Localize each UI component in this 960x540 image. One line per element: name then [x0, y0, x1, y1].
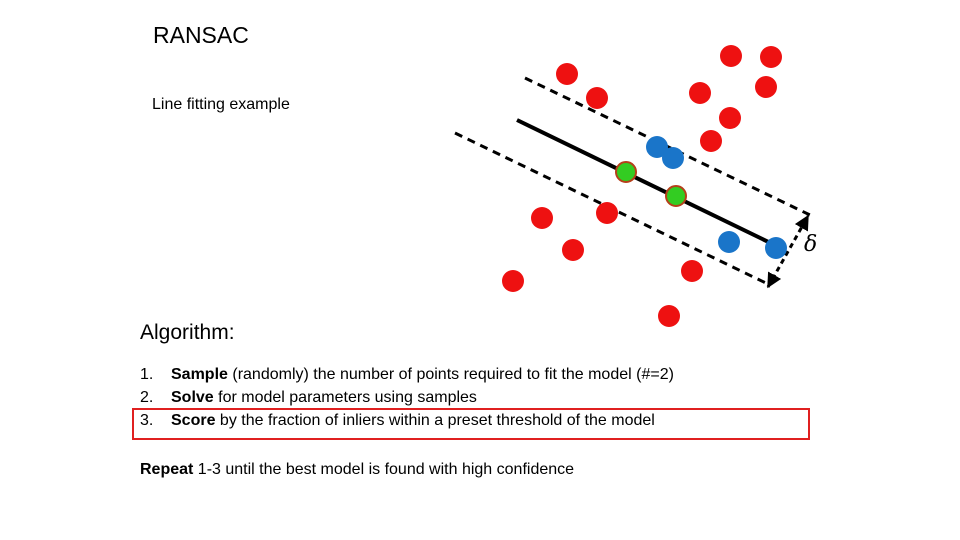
slide-subtitle: Line fitting example	[152, 96, 290, 113]
step-text: (randomly) the number of points required…	[227, 366, 674, 383]
step-item: 2. Solve for model parameters using sampl…	[140, 386, 674, 409]
outlier-point	[760, 46, 782, 68]
slide-title: RANSAC	[153, 22, 249, 48]
outlier-point	[586, 87, 608, 109]
outlier-point	[556, 63, 578, 85]
outlier-point	[502, 270, 524, 292]
outlier-point	[562, 239, 584, 261]
outlier-point	[681, 260, 703, 282]
outlier-point	[755, 76, 777, 98]
outlier-point	[720, 45, 742, 67]
algorithm-steps: 1. Sample (randomly) the number of points…	[140, 363, 674, 432]
step-keyword: Solve	[171, 389, 214, 406]
step-text: by the fraction of inliers within a pres…	[215, 412, 655, 429]
repeat-text: 1-3 until the best model is found with h…	[193, 461, 575, 478]
outlier-point	[689, 82, 711, 104]
step-number: 1.	[140, 366, 154, 383]
algorithm-heading: Algorithm:	[140, 321, 235, 344]
repeat-keyword: Repeat	[140, 461, 194, 478]
sample-point	[615, 161, 637, 183]
fitted-model-line	[516, 118, 786, 252]
inlier-point	[765, 237, 787, 259]
repeat-note: Repeat 1-3 until the best model is found…	[140, 459, 574, 481]
inlier-point	[646, 136, 668, 158]
outlier-point	[596, 202, 618, 224]
inlier-point	[662, 147, 684, 169]
outlier-point	[658, 305, 680, 327]
sample-point	[665, 185, 687, 207]
step-number: 3.	[140, 412, 154, 429]
inlier-point	[718, 231, 740, 253]
step-keyword: Sample	[171, 366, 228, 383]
outlier-point	[719, 107, 741, 129]
threshold-arrow	[766, 214, 810, 289]
outlier-point	[531, 207, 553, 229]
data-points	[502, 45, 787, 327]
step-item: 3. Score by the fraction of inliers withi…	[140, 409, 674, 432]
step-item: 1. Sample (randomly) the number of points…	[140, 363, 674, 386]
score-step-highlight	[132, 408, 810, 440]
step-number: 2.	[140, 389, 154, 406]
threshold-label: δ	[804, 232, 817, 257]
step-text: for model parameters using samples	[213, 389, 477, 406]
step-keyword: Score	[171, 412, 216, 429]
outlier-point	[700, 130, 722, 152]
